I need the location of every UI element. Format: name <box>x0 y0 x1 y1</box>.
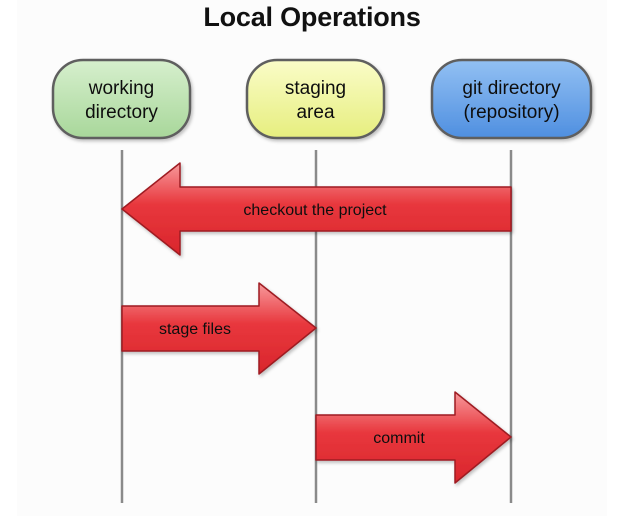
node-staging-line-1: staging <box>285 78 346 99</box>
arrow-stage-files: stage files <box>121 282 317 375</box>
node-repo-line-2: (repository) <box>463 102 559 123</box>
diagram-title: Local Operations <box>203 2 421 32</box>
node-git-directory: git directory (repository) <box>430 58 593 140</box>
arrow-checkout-label: checkout the project <box>243 202 387 219</box>
arrow-stage-files-label: stage files <box>159 321 231 338</box>
arrow-commit-label: commit <box>373 430 425 447</box>
node-working-line-1: working <box>88 78 154 99</box>
node-staging-line-2: area <box>296 102 334 123</box>
node-repo-line-1: git directory <box>462 78 561 99</box>
node-working-line-2: directory <box>85 102 158 123</box>
arrow-checkout-the-project: checkout the project <box>121 162 512 256</box>
node-working-directory: working directory <box>51 58 192 140</box>
node-staging-area: staging area <box>245 58 386 140</box>
arrow-commit: commit <box>315 391 512 484</box>
